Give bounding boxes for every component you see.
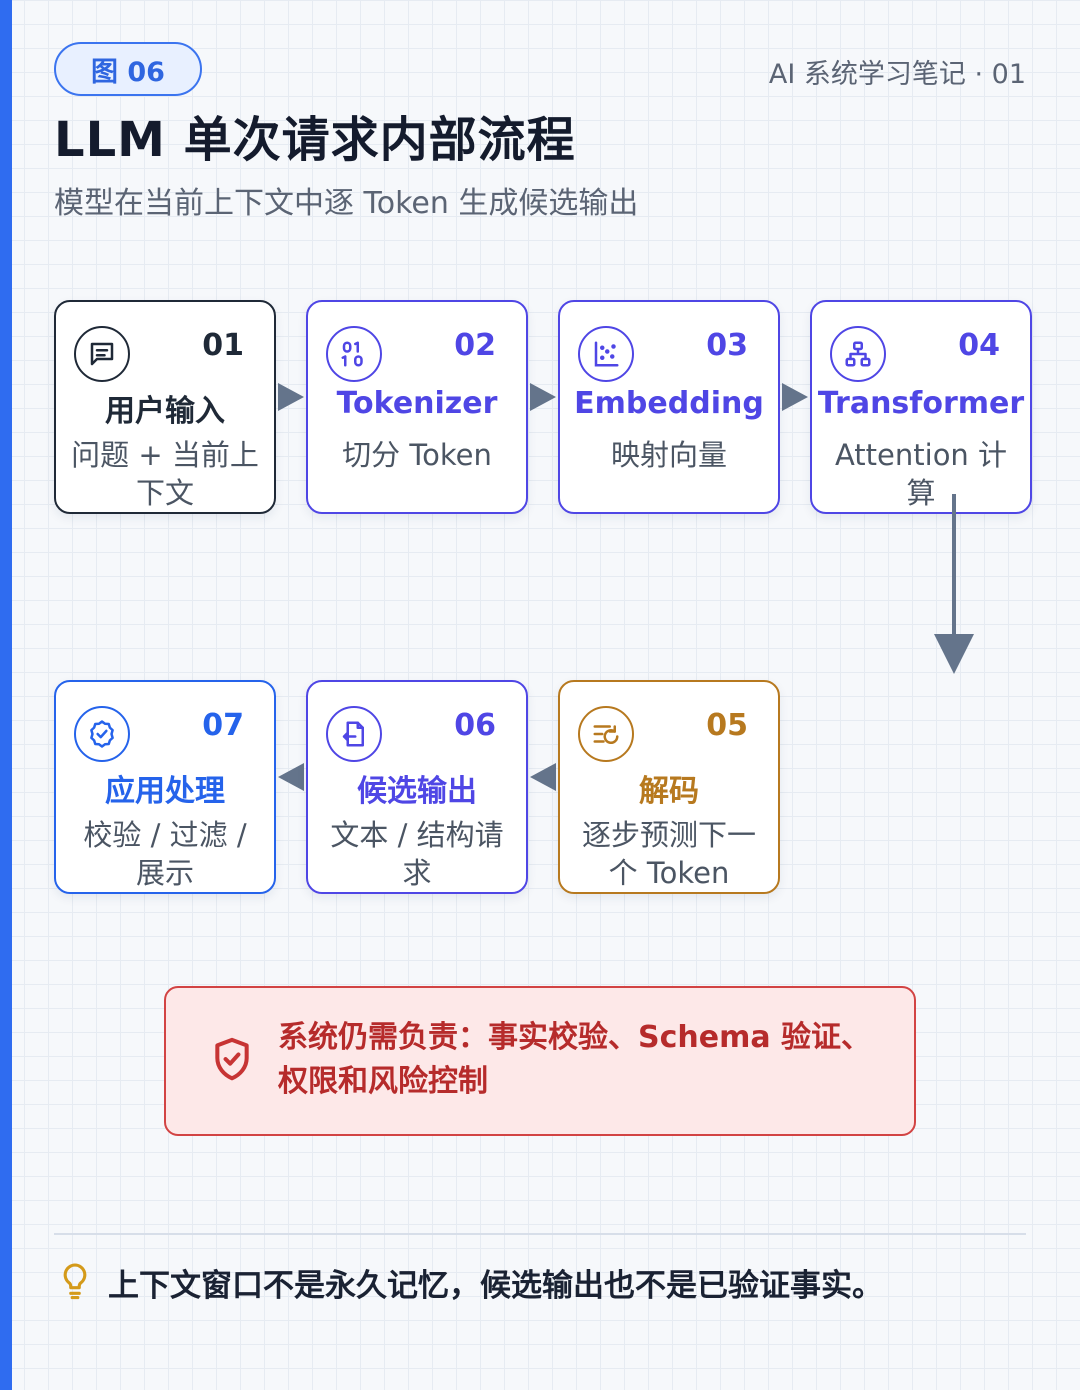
binary-icon [326, 326, 382, 382]
check-badge-icon [74, 706, 130, 762]
step-number: 02 [454, 328, 496, 363]
flow-arrow [782, 383, 808, 411]
warning-text: 系统仍需负责：事实校验、Schema 验证、权限和风险控制 [278, 1020, 872, 1099]
step-user-input: 01 用户输入 问题 + 当前上下文 [54, 300, 276, 514]
network-icon [830, 326, 886, 382]
shield-check-icon [215, 1037, 249, 1081]
step-desc: 切分 Token [342, 438, 492, 472]
step-name: Embedding [574, 386, 764, 421]
chat-icon [74, 326, 130, 382]
divider [54, 1233, 1026, 1235]
step-number: 03 [706, 328, 748, 363]
step-desc: Attention 计算 [834, 438, 1008, 510]
list-refresh-icon [578, 706, 634, 762]
step-number: 07 [202, 708, 244, 743]
step-name: Tokenizer [336, 386, 498, 421]
scatter-icon [578, 326, 634, 382]
step-name: 候选输出 [357, 774, 477, 809]
step-name: 解码 [639, 774, 699, 809]
file-output-icon [326, 706, 382, 762]
step-desc: 校验 / 过滤 / 展示 [83, 818, 247, 890]
step-candidate-output: 06 候选输出 文本 / 结构请求 [306, 680, 528, 894]
tip-text: 上下文窗口不是永久记忆，候选输出也不是已验证事实。 [108, 1268, 883, 1304]
step-name: Transformer [817, 386, 1025, 421]
flow-connector-down [952, 494, 956, 640]
flow-arrow-down [934, 634, 974, 674]
step-desc: 问题 + 当前上下文 [71, 438, 259, 510]
step-name: 应用处理 [105, 774, 225, 809]
figure-badge: 图 06 [54, 42, 202, 96]
step-name: 用户输入 [105, 394, 225, 429]
step-number: 04 [958, 328, 1000, 363]
step-app-handling: 07 应用处理 校验 / 过滤 / 展示 [54, 680, 276, 894]
series-label: AI 系统学习笔记 · 01 [768, 59, 1026, 90]
step-desc: 文本 / 结构请求 [330, 818, 504, 890]
step-number: 06 [454, 708, 496, 743]
flow-arrow [278, 763, 304, 791]
step-number: 05 [706, 708, 748, 743]
page-subtitle: 模型在当前上下文中逐 Token 生成候选输出 [54, 186, 639, 221]
accent-bar [0, 0, 12, 1390]
step-desc: 逐步预测下一个 Token [581, 818, 756, 890]
step-tokenizer: 02 Tokenizer 切分 Token [306, 300, 528, 514]
step-transformer: 04 Transformer Attention 计算 [810, 300, 1032, 514]
flow-arrow [530, 383, 556, 411]
flow-arrow [278, 383, 304, 411]
warning-box: 系统仍需负责：事实校验、Schema 验证、权限和风险控制 [164, 986, 916, 1136]
step-embedding: 03 Embedding 映射向量 [558, 300, 780, 514]
page-title: LLM 单次请求内部流程 [54, 112, 576, 168]
lightbulb-icon [63, 1263, 87, 1300]
step-decoding: 05 解码 逐步预测下一个 Token [558, 680, 780, 894]
flow-arrow [530, 763, 556, 791]
step-desc: 映射向量 [610, 438, 727, 472]
step-number: 01 [202, 328, 244, 363]
